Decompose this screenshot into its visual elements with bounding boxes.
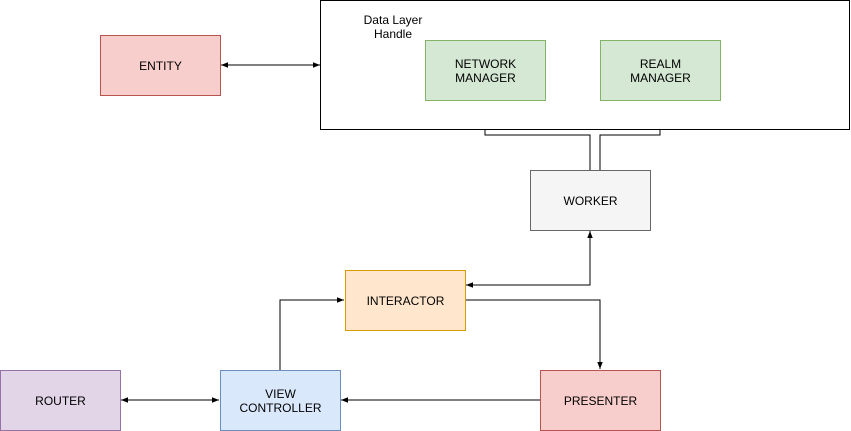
- data-layer-label-line1: Data Layer: [363, 13, 423, 27]
- edge-interactor-to-worker: [466, 231, 593, 288]
- presenter-label: PRESENTER: [563, 393, 638, 408]
- edge-viewctrl-to-interactor: [279, 297, 344, 370]
- interactor-node: INTERACTOR: [345, 270, 466, 331]
- view-controller-label-line2: CONTROLLER: [239, 400, 322, 415]
- edge-interactor-to-presenter: [466, 299, 603, 369]
- realm-manager-label-line2: MANAGER: [630, 70, 691, 85]
- realm-manager-label-line1: REALM: [639, 56, 682, 71]
- view-controller-node: VIEW CONTROLLER: [220, 370, 341, 431]
- network-manager-label-line2: MANAGER: [455, 70, 516, 85]
- entity-node: ENTITY: [100, 35, 221, 96]
- network-manager-label-line1: NETWORK: [454, 56, 517, 71]
- data-layer-label-line2: Handle: [373, 27, 413, 41]
- entity-label: ENTITY: [139, 58, 182, 73]
- data-layer-label: Data Layer Handle: [357, 13, 429, 41]
- router-label: ROUTER: [35, 393, 86, 408]
- view-controller-label-line1: VIEW: [265, 386, 296, 401]
- realm-manager-node: REALM MANAGER: [600, 40, 721, 101]
- router-node: ROUTER: [0, 370, 121, 431]
- presenter-node: PRESENTER: [540, 370, 661, 431]
- worker-node: WORKER: [530, 170, 651, 231]
- interactor-label: INTERACTOR: [366, 293, 445, 308]
- data-layer-container: [320, 0, 850, 130]
- worker-label: WORKER: [563, 193, 618, 208]
- network-manager-node: NETWORK MANAGER: [425, 40, 546, 101]
